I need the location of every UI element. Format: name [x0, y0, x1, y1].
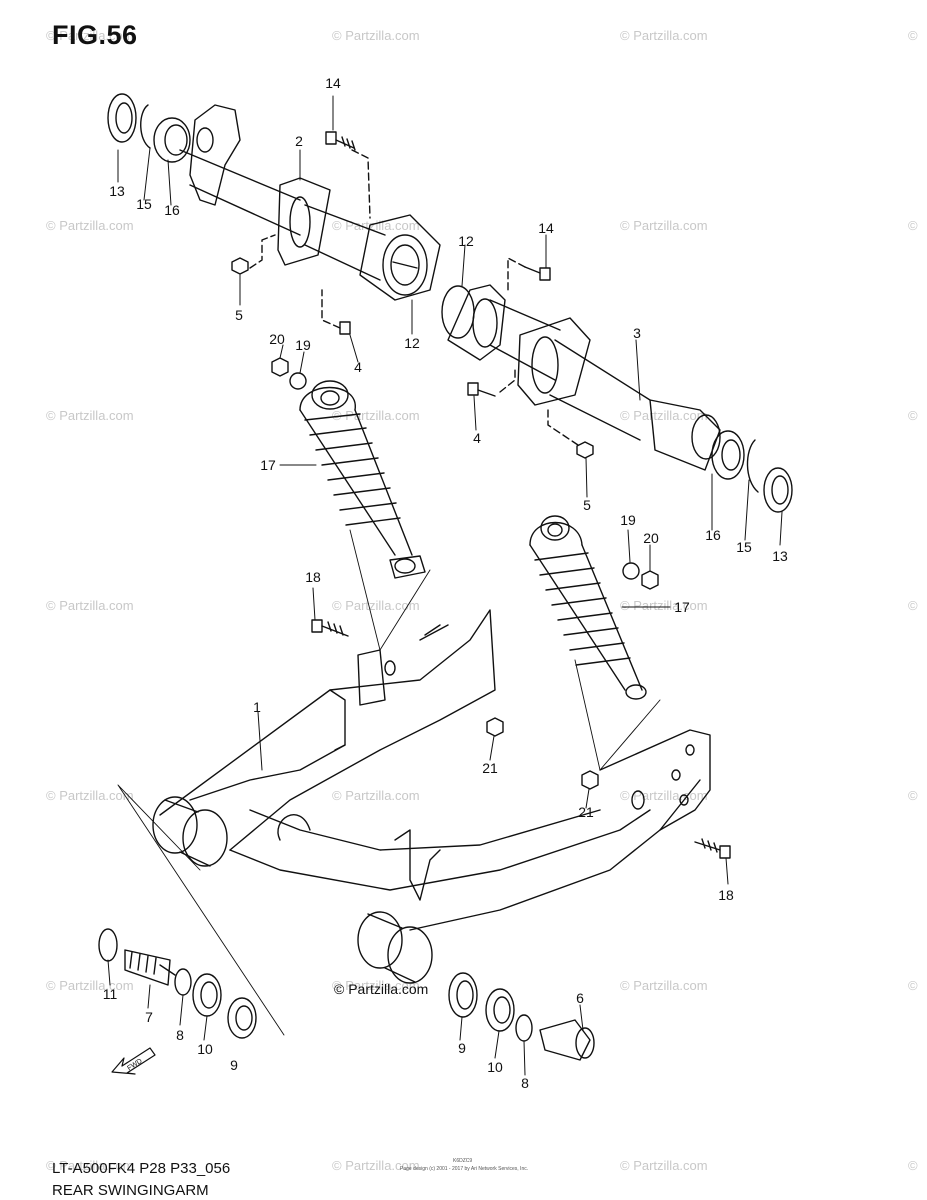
- watermark-copyright-symbol: ©: [908, 978, 918, 993]
- watermark-text: © Partzilla.com: [332, 978, 420, 993]
- callout-5[interactable]: 5: [235, 307, 243, 323]
- watermark-text: © Partzilla.com: [46, 788, 134, 803]
- fine-print-copyright: Page design (c) 2001 - 2017 by Ari Netwo…: [400, 1166, 529, 1172]
- callout-14[interactable]: 14: [325, 75, 341, 91]
- pivot-bolt-18-lower: [694, 838, 731, 859]
- watermark-text: © Partzilla.com: [620, 978, 708, 993]
- leader-lines: [107, 95, 783, 1076]
- callout-12[interactable]: 12: [458, 233, 474, 249]
- callout-19[interactable]: 19: [620, 512, 636, 528]
- callout-14[interactable]: 14: [538, 220, 554, 236]
- callout-13[interactable]: 13: [109, 183, 125, 199]
- nut-21-upper: [486, 717, 504, 737]
- axle-housing-right: [441, 284, 721, 471]
- watermark-text: © Partzilla.com: [46, 408, 134, 423]
- bolt-14-right: [507, 257, 551, 293]
- callout-2[interactable]: 2: [295, 133, 303, 149]
- callout-9[interactable]: 9: [230, 1057, 238, 1073]
- nut-21-lower: [581, 770, 599, 790]
- watermark-text: © Partzilla.com: [46, 28, 134, 43]
- watermark-text: © Partzilla.com: [46, 218, 134, 233]
- callout-5[interactable]: 5: [583, 497, 591, 513]
- watermark-text: © Partzilla.com: [332, 408, 420, 423]
- callout-11[interactable]: 11: [103, 986, 118, 1002]
- bearing-stack-right: [711, 430, 793, 513]
- nut-5-upper: [231, 234, 276, 275]
- watermark-copyright-symbol: ©: [908, 218, 918, 233]
- callout-3[interactable]: 3: [633, 325, 641, 341]
- callout-8[interactable]: 8: [521, 1075, 529, 1091]
- washer-19-right: [622, 562, 640, 580]
- washer-19-left: [289, 372, 307, 390]
- watermark-copyright-symbol: ©: [908, 1158, 918, 1173]
- pivot-bolt-18-upper: [311, 619, 349, 637]
- callout-4[interactable]: 4: [473, 430, 481, 446]
- swingarm-frame: [152, 609, 711, 984]
- callout-6[interactable]: 6: [576, 990, 584, 1006]
- callout-20[interactable]: 20: [643, 530, 659, 546]
- callout-21[interactable]: 21: [578, 804, 594, 820]
- center-brand-watermark: © Partzilla.com: [334, 981, 429, 997]
- callout-4[interactable]: 4: [354, 359, 362, 375]
- watermark-text: © Partzilla.com: [46, 598, 134, 613]
- nut-5-right: [547, 409, 594, 459]
- axle-housing-left: [179, 104, 441, 301]
- nut-20-left: [271, 357, 289, 377]
- fwd-arrow-icon: [111, 1047, 156, 1075]
- watermark-text: © Partzilla.com: [620, 218, 708, 233]
- callout-8[interactable]: 8: [176, 1027, 184, 1043]
- callout-20[interactable]: 20: [269, 331, 285, 347]
- callout-10[interactable]: 10: [487, 1059, 503, 1075]
- bearing-stack-upper-left: [107, 93, 191, 163]
- section-name: REAR SWINGINGARM: [52, 1182, 209, 1199]
- watermark-text: © Partzilla.com: [332, 1158, 420, 1173]
- callout-18[interactable]: 18: [718, 887, 734, 903]
- callout-15[interactable]: 15: [736, 539, 752, 555]
- watermark-copyright-symbol: ©: [908, 28, 918, 43]
- callout-1[interactable]: 1: [253, 699, 261, 715]
- watermark-copyright-symbol: ©: [908, 598, 918, 613]
- callout-18[interactable]: 18: [305, 569, 321, 585]
- pivot-parts-left: [98, 928, 257, 1039]
- callout-13[interactable]: 13: [772, 548, 788, 564]
- callout-12[interactable]: 12: [404, 335, 420, 351]
- watermark-text: © Partzilla.com: [620, 598, 708, 613]
- callout-17[interactable]: 17: [260, 457, 276, 473]
- watermark-copyright-symbol: ©: [908, 408, 918, 423]
- watermark-text: © Partzilla.com: [620, 28, 708, 43]
- figure-title: FIG.56: [52, 20, 138, 50]
- shock-absorber-right: [529, 515, 647, 700]
- watermark-copyright-symbol: ©: [908, 788, 918, 803]
- watermark-text: © Partzilla.com: [332, 788, 420, 803]
- callout-16[interactable]: 16: [705, 527, 721, 543]
- model-code: LT-A500FK4 P28 P33_056: [52, 1160, 231, 1177]
- bolt-4-upper: [321, 289, 351, 335]
- callout-19[interactable]: 19: [295, 337, 311, 353]
- callout-9[interactable]: 9: [458, 1040, 466, 1056]
- callout-17[interactable]: 17: [674, 599, 690, 615]
- callout-10[interactable]: 10: [197, 1041, 213, 1057]
- shock-absorber-left: [299, 380, 426, 579]
- nut-20-right: [641, 570, 659, 590]
- callout-15[interactable]: 15: [136, 196, 152, 212]
- callout-16[interactable]: 16: [164, 202, 180, 218]
- watermark-text: © Partzilla.com: [332, 218, 420, 233]
- watermark-text: © Partzilla.com: [332, 28, 420, 43]
- watermark-text: © Partzilla.com: [620, 408, 708, 423]
- watermark-text: © Partzilla.com: [332, 598, 420, 613]
- fine-print-code: K6DZC9: [453, 1158, 473, 1164]
- callout-7[interactable]: 7: [145, 1009, 153, 1025]
- fwd-label: FWD: [126, 1058, 143, 1072]
- bolt-4-right: [467, 369, 516, 397]
- watermark-text: © Partzilla.com: [46, 1158, 134, 1173]
- watermark-text: © Partzilla.com: [620, 1158, 708, 1173]
- callout-21[interactable]: 21: [482, 760, 498, 776]
- watermark-text: © Partzilla.com: [46, 978, 134, 993]
- bolt-upper-14: [325, 131, 356, 151]
- watermark-text: © Partzilla.com: [620, 788, 708, 803]
- pivot-parts-right: [448, 972, 595, 1061]
